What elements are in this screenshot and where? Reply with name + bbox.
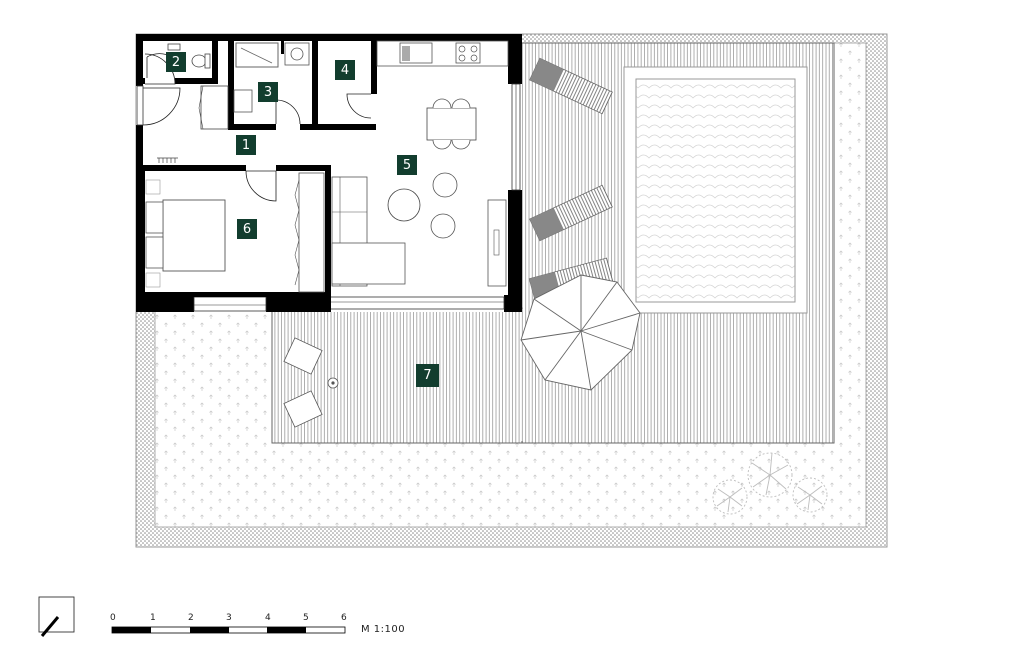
room-label-4: 4: [335, 60, 355, 80]
room-label-6: 6: [237, 219, 257, 239]
room-label-2: 2: [166, 52, 186, 72]
house: [136, 34, 522, 312]
scale-tick-3: 3: [226, 613, 232, 623]
trees: [712, 452, 828, 515]
pool: [623, 66, 808, 314]
scale-tick-1: 1: [150, 613, 156, 623]
scale-tick-2: 2: [188, 613, 194, 623]
terrace-furniture: [283, 337, 339, 428]
scale-tick-4: 4: [265, 613, 271, 623]
room-label-7: 7: [416, 364, 439, 387]
scale-tick-5: 5: [303, 613, 309, 623]
room-label-5: 5: [397, 155, 417, 175]
scale-bar: [111, 626, 346, 634]
parasol: [520, 274, 641, 391]
scale-tick-0: 0: [110, 613, 116, 623]
scale-tick-6: 6: [341, 613, 347, 623]
room-label-1: 1: [236, 135, 256, 155]
scale-label: M 1:100: [361, 624, 406, 635]
room-label-3: 3: [258, 82, 278, 102]
north-arrow-icon: [38, 596, 75, 637]
